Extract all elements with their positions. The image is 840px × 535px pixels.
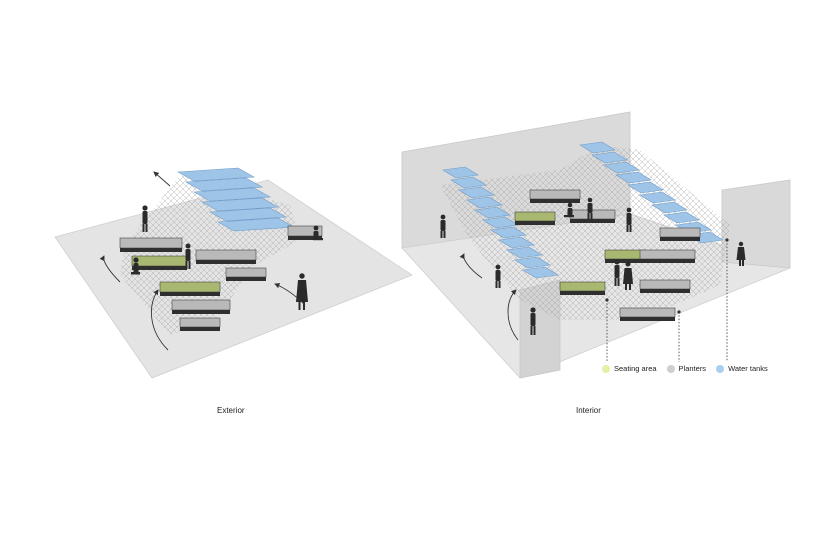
person-figure — [131, 257, 140, 275]
exterior-people — [131, 205, 323, 310]
exterior-water-tanks — [176, 167, 296, 232]
arrow-icon — [274, 283, 306, 306]
legend-item-water-tanks: Water tanks — [716, 364, 768, 373]
person-figure — [736, 241, 746, 266]
arrow-icon — [99, 255, 121, 283]
interior-right-wall — [721, 179, 791, 269]
person-figure — [587, 197, 593, 219]
seating-area-swatch-icon — [602, 364, 610, 373]
exterior-caption: Exterior — [217, 406, 245, 415]
person-figure — [623, 261, 633, 290]
interior-flow-arrows — [459, 253, 519, 341]
legend-label: Water tanks — [728, 364, 768, 373]
legend-label: Seating area — [614, 364, 657, 373]
interior-caption: Interior — [576, 406, 601, 415]
exterior-modules — [119, 225, 323, 331]
legend-item-seating-area: Seating area — [602, 364, 657, 373]
exterior-flow-arrows — [99, 171, 306, 351]
person-figure — [626, 207, 632, 232]
arrow-icon — [507, 289, 519, 341]
interior-diagram — [401, 111, 792, 379]
arrow-icon — [153, 171, 171, 187]
person-figure — [142, 205, 148, 232]
person-figure — [495, 264, 501, 288]
interior-water-tanks-right — [579, 141, 724, 244]
legend-leader-dots — [605, 238, 729, 314]
legend-item-planters: Planters — [666, 364, 707, 373]
planters-swatch-icon — [666, 364, 675, 373]
arrow-icon — [459, 253, 483, 279]
person-figure — [296, 273, 308, 310]
interior-people — [440, 197, 746, 335]
person-figure — [564, 202, 574, 218]
person-figure — [440, 214, 446, 238]
water-tanks-swatch-icon — [716, 364, 725, 373]
person-figure — [313, 225, 323, 241]
person-figure — [530, 307, 536, 335]
legend-label: Planters — [678, 364, 707, 373]
interior-water-tanks-left — [442, 166, 559, 279]
legend: Seating area Planters Water tanks — [602, 364, 778, 373]
person-figure — [614, 259, 620, 286]
exterior-diagram — [54, 167, 413, 379]
arrow-icon — [151, 289, 169, 351]
person-figure — [185, 243, 191, 269]
legend-leader-lines — [606, 240, 728, 362]
